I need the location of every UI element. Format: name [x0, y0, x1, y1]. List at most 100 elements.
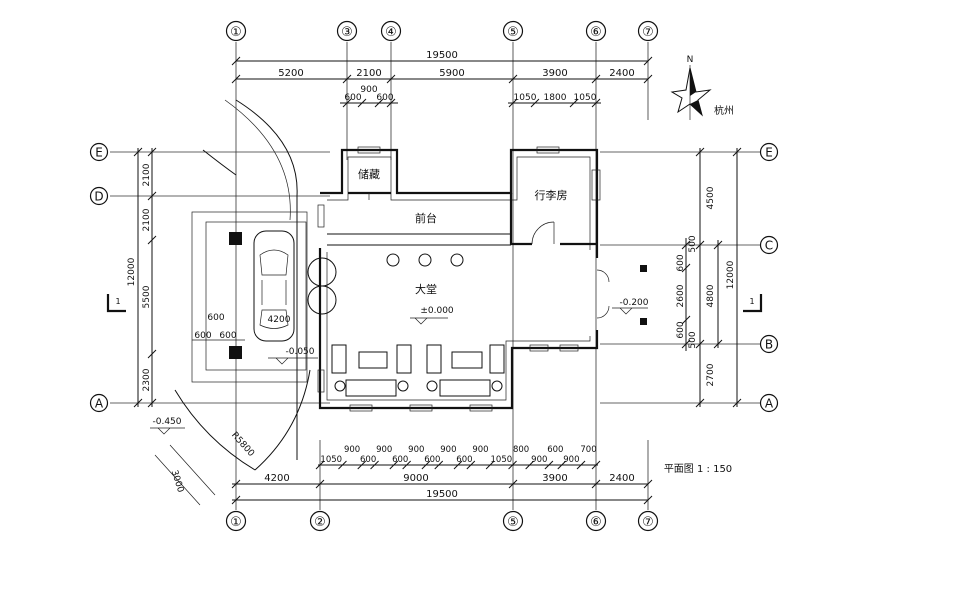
dim-label: 3900	[542, 68, 567, 79]
dim-label: 800	[513, 445, 529, 455]
dim-label: 900	[376, 445, 392, 455]
axis-bubbles-left: E D A	[89, 142, 109, 413]
axis-label: ⑦	[642, 25, 654, 40]
axis-label: A	[765, 397, 774, 411]
dimensions-left: 2100 2100 5500 2300 12000	[127, 147, 157, 408]
entry-dim: 600	[219, 331, 236, 341]
city-label: 杭州	[714, 104, 734, 117]
dim-tick	[453, 460, 463, 470]
dimensions-right: 4500 600 2600 600 2700 500 500 4800 1200…	[676, 147, 742, 408]
axis-label: D	[94, 190, 103, 204]
dim-label: 700	[580, 445, 596, 455]
room-reception: 前台	[415, 211, 437, 225]
lobby-furniture	[331, 253, 505, 397]
entry-dim: 4200	[268, 315, 291, 325]
dim-label: 600	[344, 93, 361, 103]
axis-label: ②	[314, 515, 326, 530]
entrance-canopy	[154, 99, 311, 506]
dim-label: 600	[456, 455, 472, 465]
drawing-title: 平面图 1 : 150	[664, 463, 732, 475]
level-side: -0.200	[619, 298, 648, 308]
dim-tick	[508, 460, 517, 470]
axis-label: ④	[385, 25, 397, 40]
entry-dim: 600	[194, 331, 211, 341]
dim-label: 4500	[706, 186, 716, 209]
dim-tick	[591, 460, 601, 470]
dim-tick	[485, 460, 495, 470]
section-mark-left: 1	[106, 294, 126, 313]
axis-label: ⑥	[590, 25, 602, 40]
dim-tick	[421, 460, 431, 470]
dim-label: 1050	[491, 455, 513, 465]
dim-tick	[434, 460, 444, 470]
dim-tick	[525, 460, 535, 470]
room-storage: 储藏	[358, 167, 380, 181]
axis-bubbles-right: E C B A	[759, 142, 779, 413]
axis-label: E	[765, 146, 773, 160]
dim-label: 600	[676, 321, 686, 338]
dim-label: 5900	[439, 68, 464, 79]
dim-label: 600	[360, 455, 376, 465]
dim-label: 500	[688, 331, 698, 348]
dim-label: 900	[440, 445, 456, 455]
axis-label: ③	[341, 25, 353, 40]
dim-label: 900	[472, 445, 488, 455]
dim-label: 900	[531, 455, 547, 465]
dim-label: 4200	[264, 473, 289, 484]
room-lobby: 大堂	[415, 282, 437, 296]
dimensions-top: 19500 5200 2100 5900 3900 2400 600 900 6…	[231, 50, 653, 108]
dim-label: 600	[547, 445, 563, 455]
dim-label: 2100	[142, 163, 152, 186]
dim-total-top: 19500	[426, 50, 458, 61]
north-label: N	[687, 55, 694, 65]
dimensions-bottom: 4200 9000 3900 2400 19500 10509006009006…	[231, 445, 653, 505]
dim-label: 1050	[320, 455, 342, 465]
svg-text:1: 1	[115, 297, 120, 306]
building-walls	[307, 146, 647, 412]
dim-label: 600	[676, 254, 686, 271]
car-icon	[253, 230, 295, 342]
level-entry: -0.050	[285, 347, 314, 357]
dim-label: 900	[408, 445, 424, 455]
room-luggage: 行李房	[535, 188, 568, 202]
north-compass-icon: N 杭州	[670, 55, 734, 120]
dim-label: 1050	[514, 93, 537, 103]
axis-grid	[110, 42, 760, 510]
dim-label: 500	[688, 235, 698, 252]
ramp-dim: 3000	[169, 469, 186, 494]
dim-label: 1050	[574, 93, 597, 103]
level-lobby: ±0.000	[420, 306, 454, 316]
dim-tick	[357, 460, 367, 470]
axis-label: ⑦	[642, 515, 654, 530]
dim-label: 1800	[544, 93, 567, 103]
dim-tick	[576, 460, 586, 470]
axis-label: E	[95, 146, 103, 160]
axis-label: C	[765, 239, 773, 253]
dim-total-right: 12000	[726, 260, 736, 289]
axis-label: ①	[230, 515, 242, 530]
dim-label: 2600	[676, 284, 686, 307]
dim-label: 5500	[142, 285, 152, 308]
driveway	[191, 211, 308, 383]
axis-label: A	[95, 397, 104, 411]
axis-bubbles-bottom: ① ② ⑤ ⑥ ⑦	[225, 510, 659, 532]
level-outer: -0.450	[152, 417, 181, 427]
dim-tick	[402, 460, 412, 470]
dim-label: 900	[344, 445, 360, 455]
dim-label: 900	[360, 85, 377, 95]
entry-dim: 600	[207, 313, 224, 323]
dim-label: 2100	[142, 208, 152, 231]
axis-label: B	[765, 338, 773, 352]
dim-label: 5200	[278, 68, 303, 79]
dim-label: 4800	[706, 284, 716, 307]
dim-tick	[466, 460, 476, 470]
dim-label: 2100	[356, 68, 381, 79]
dim-label: 2700	[706, 363, 716, 386]
dim-label: 2400	[609, 68, 634, 79]
dim-tick	[544, 460, 554, 470]
dim-tick	[370, 460, 379, 470]
dim-tick	[389, 460, 399, 470]
dim-label: 2300	[142, 368, 152, 391]
level-marks: ±0.000 -0.050 -0.200 -0.450	[150, 298, 649, 435]
